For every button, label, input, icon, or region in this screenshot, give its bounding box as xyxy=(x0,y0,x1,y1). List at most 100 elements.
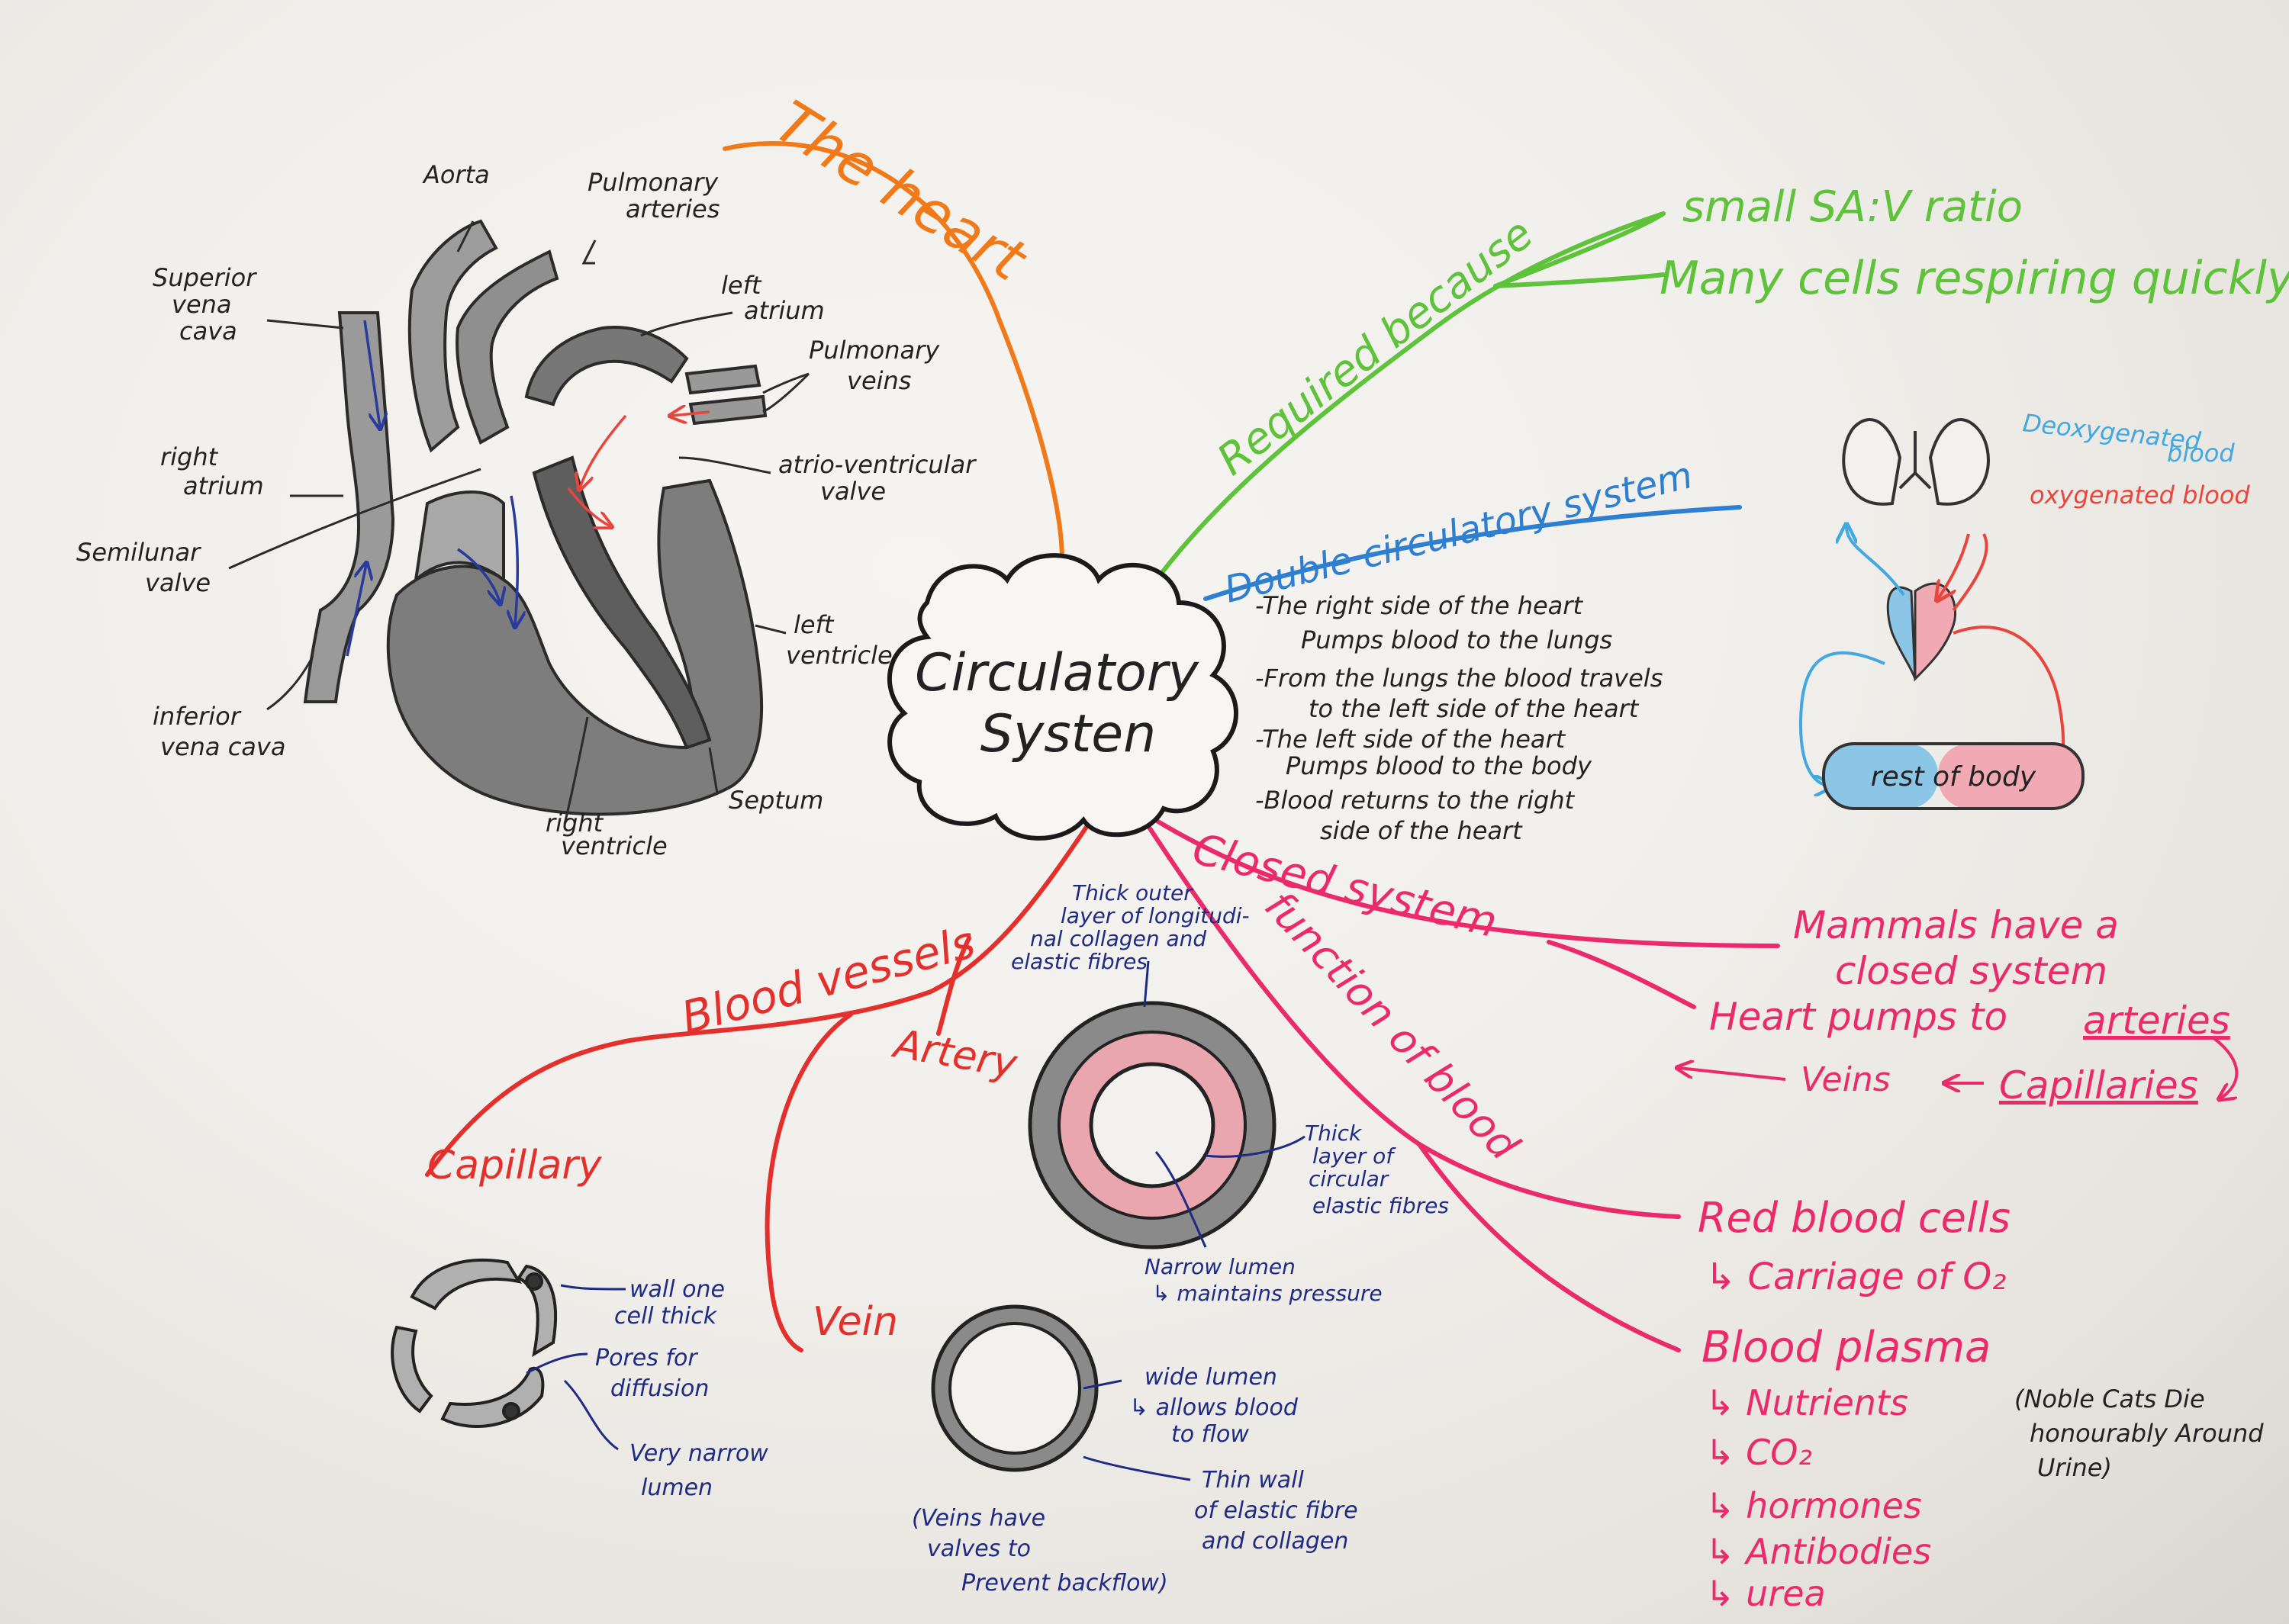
body-box-label: rest of body xyxy=(1871,761,2036,793)
center-cloud xyxy=(887,553,1238,841)
plasma-sub-1: ↳ Nutrients xyxy=(1705,1382,1908,1423)
legend-oxy: oxygenated blood xyxy=(2030,481,2250,510)
double-point-3-line1: -The left side of the heart xyxy=(1255,725,1566,754)
double-branch-line xyxy=(1203,505,1742,601)
label-inferior-vena-cava-2: vena cava xyxy=(160,732,285,761)
double-point-1-line2: Pumps blood to the lungs xyxy=(1301,625,1612,654)
label-right-ventricle-2: ventricle xyxy=(561,831,668,860)
double-point-2-line2: to the left side of the heart xyxy=(1309,694,1640,723)
heart-branch-title: The heart xyxy=(763,88,1039,295)
cap-lumen-1: Very narrow xyxy=(629,1440,768,1467)
double-point-3-line2: Pumps blood to the body xyxy=(1286,751,1592,780)
cap-wall-2: cell thick xyxy=(614,1303,718,1330)
body-box-red xyxy=(1938,744,2083,809)
closed-veins: Veins xyxy=(1801,1060,1891,1099)
plasma-sub-2: ↳ CO₂ xyxy=(1705,1432,1812,1473)
heart-diagram xyxy=(303,219,768,816)
vein-wall-3: and collagen xyxy=(1202,1528,1348,1555)
double-branch-title: Double circulatory system xyxy=(1220,454,1696,612)
vein-valves-3: Prevent backflow) xyxy=(961,1570,1168,1597)
body-box-blue xyxy=(1824,744,1938,809)
double-point-1-line1: -The right side of the heart xyxy=(1255,591,1583,620)
cap-pores-1: Pores for xyxy=(595,1345,698,1372)
function-branch-line xyxy=(1135,806,1681,1219)
vessel-artery-title: Artery xyxy=(889,1021,1022,1088)
label-right-atrium-2: atrium xyxy=(183,471,264,500)
reason-sav-ratio: small SA:V ratio xyxy=(1682,182,2023,232)
vein-branch-line xyxy=(765,1012,853,1352)
label-semilunar-valve-2: valve xyxy=(145,568,211,597)
vein-wall-1: Thin wall xyxy=(1202,1467,1304,1494)
vessels-branch-title: Blood vessels xyxy=(676,916,980,1044)
heart-flow-arrows xyxy=(346,320,710,657)
artery-outer-3: nal collagen and xyxy=(1030,926,1206,951)
plasma-sub-4: ↳ Antibodies xyxy=(1705,1531,1931,1572)
closed-capillaries: Capillaries xyxy=(1999,1063,2198,1108)
legend-deoxy-2: blood xyxy=(2167,439,2235,468)
label-left-atrium-2: atrium xyxy=(744,296,825,325)
label-av-valve-1: atrio-ventricular xyxy=(778,450,977,479)
label-left-ventricle-2: ventricle xyxy=(786,641,893,670)
double-point-4-line2: side of the heart xyxy=(1320,816,1523,845)
artery-middle-1: Thick xyxy=(1305,1121,1363,1146)
label-inferior-vena-cava-1: inferior xyxy=(153,702,242,731)
mnemonic-2: honourably Around xyxy=(2030,1419,2264,1448)
vein-wall-2: of elastic fibre xyxy=(1194,1497,1358,1524)
vein-valves-2: valves to xyxy=(927,1536,1031,1562)
vein-lumen-2: ↳ allows blood xyxy=(1129,1394,1299,1421)
lungs-icon xyxy=(1842,418,1990,506)
heart-label-leaders xyxy=(228,220,810,825)
capillary-leaders xyxy=(526,1284,626,1451)
cap-wall-1: wall one xyxy=(629,1276,725,1303)
closed-pumps: Heart pumps to xyxy=(1709,995,2007,1039)
vessels-branch-line xyxy=(425,818,1093,1177)
artery-cross-section xyxy=(1028,1001,1276,1249)
required-branch-line xyxy=(1146,211,1666,593)
required-branch-title: Required because xyxy=(1209,209,1543,485)
closed-fork-lower xyxy=(1547,940,1696,1009)
required-fork-lower xyxy=(1493,272,1666,288)
mnemonic-3: Urine) xyxy=(2037,1453,2112,1482)
label-right-ventricle-1: right xyxy=(546,809,604,838)
artery-middle-4: elastic fibres xyxy=(1312,1193,1449,1218)
label-pulmonary-veins-1: Pulmonary xyxy=(809,336,940,365)
body-box-outline xyxy=(1822,742,2085,810)
function-fork-lower xyxy=(1417,1142,1681,1352)
label-left-ventricle-1: left xyxy=(794,610,835,639)
artery-lumen-1: Narrow lumen xyxy=(1144,1254,1296,1279)
closed-mammals-2: closed system xyxy=(1835,949,2107,993)
circuit-heart-right xyxy=(1914,582,1957,682)
label-pulmonary-arteries-1: Pulmonary xyxy=(588,168,719,197)
cap-pores-2: diffusion xyxy=(610,1375,709,1402)
vessel-capillary-title: Capillary xyxy=(427,1143,603,1188)
double-point-2-line1: -From the lungs the blood travels xyxy=(1255,664,1663,693)
artery-outer-2: layer of longitudi- xyxy=(1061,903,1250,928)
circuit-heart-left xyxy=(1886,586,1917,680)
vein-leaders xyxy=(1083,1379,1191,1481)
vein-lumen-1: wide lumen xyxy=(1144,1364,1277,1391)
function-rbc: Red blood cells xyxy=(1698,1194,2011,1242)
label-septum: Septum xyxy=(729,786,823,815)
vein-valves-1: (Veins have xyxy=(912,1505,1045,1532)
vein-lumen-3: to flow xyxy=(1171,1421,1249,1448)
label-semilunar-valve-1: Semilunar xyxy=(76,538,201,567)
required-fork-upper xyxy=(1493,211,1666,288)
artery-middle-3: circular xyxy=(1309,1166,1389,1191)
label-left-atrium-1: left xyxy=(721,271,762,300)
center-title-line1: Circulatory xyxy=(915,643,1199,703)
closed-mammals-1: Mammals have a xyxy=(1793,903,2119,947)
closed-arteries: arteries xyxy=(2083,999,2230,1043)
label-aorta: Aorta xyxy=(422,160,490,189)
artery-middle-2: layer of xyxy=(1312,1143,1396,1169)
vessel-vein-title: Vein xyxy=(813,1299,898,1345)
label-av-valve-2: valve xyxy=(820,477,886,506)
mnemonic-1: (Noble Cats Die xyxy=(2014,1384,2205,1413)
label-right-atrium-1: right xyxy=(160,442,219,471)
capillary-cross-section xyxy=(391,1259,557,1428)
plasma-sub-3: ↳ hormones xyxy=(1705,1485,1922,1526)
label-pulmonary-arteries-2: arteries xyxy=(626,195,720,224)
function-plasma: Blood plasma xyxy=(1701,1323,1991,1372)
artery-leaders xyxy=(1143,960,1305,1248)
label-superior-vena-cava-1: Superior xyxy=(153,263,257,292)
center-title-line2: Systen xyxy=(980,704,1156,764)
